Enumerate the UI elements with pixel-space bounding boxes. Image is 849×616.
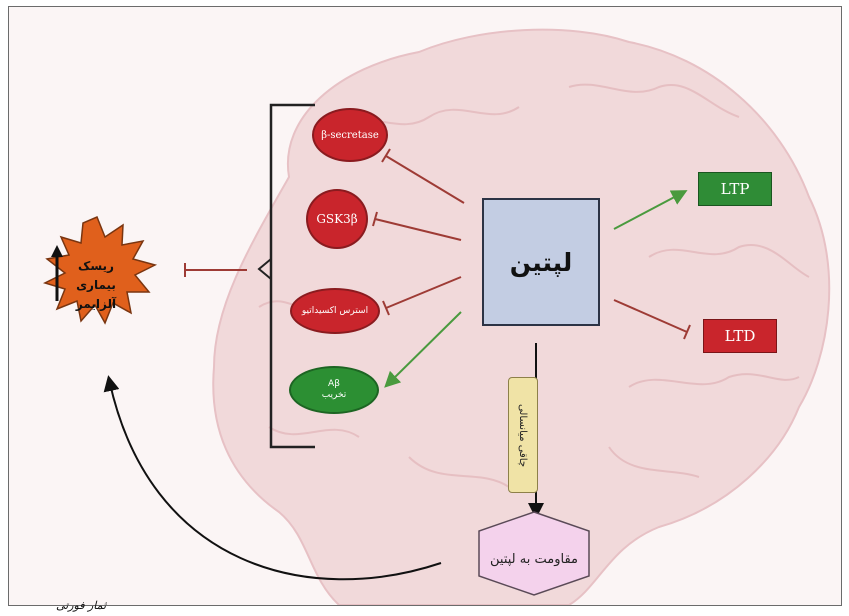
risk-line-1: ریسک [78, 258, 114, 273]
oxidative-stress-label: استرس اکسیداتیو [301, 306, 369, 316]
bracket-brace [257, 258, 272, 280]
arrow-leptin-to-abeta [384, 311, 462, 388]
inhibition-arrows [372, 148, 691, 340]
midlife-obesity-label-box: چاقی میانسالی [508, 377, 538, 493]
risk-line-2: بیماری [76, 277, 116, 292]
ltd-label: LTD [724, 327, 756, 345]
ltp-label: LTP [720, 180, 750, 198]
diagram-canvas [42, 28, 831, 605]
oxidative-stress-node: استرس اکسیداتیو [290, 288, 380, 334]
leptin-label: لپتین [509, 247, 573, 277]
risk-line-3: آلزایمر [75, 296, 117, 311]
leptin-resistance-text: مقاومت به لپتین [479, 533, 589, 585]
abeta-node: Aβ تخریب [289, 366, 379, 414]
resistance-hexagon [478, 511, 590, 596]
ltp-box: LTP [698, 172, 772, 206]
leptin-resistance-label: مقاومت به لپتین [490, 551, 578, 567]
signature: ثمار فورتی [56, 599, 107, 612]
risk-text: ریسک بیماری آلزایمر [59, 245, 133, 325]
gsk3b-node: GSK3β [306, 189, 368, 249]
gsk3b-label: GSK3β [316, 212, 358, 226]
abeta-degradation-label: تخریب [321, 390, 347, 400]
arrow-resistance-to-risk [103, 375, 442, 581]
beta-secretase-node: β-secretase [312, 108, 388, 162]
abeta-label: Aβ [328, 379, 340, 389]
midlife-obesity-label: چاقی میانسالی [517, 403, 529, 467]
beta-secretase-label: β-secretase [321, 129, 379, 141]
grouping-bracket [269, 103, 315, 449]
diagram-frame: β-secretase GSK3β استرس اکسیداتیو Aβ تخر… [8, 6, 842, 606]
ltd-box: LTD [703, 319, 777, 353]
leptin-box: لپتین [482, 198, 600, 326]
risk-star [42, 216, 158, 325]
arrow-leptin-to-ltp [613, 190, 688, 230]
